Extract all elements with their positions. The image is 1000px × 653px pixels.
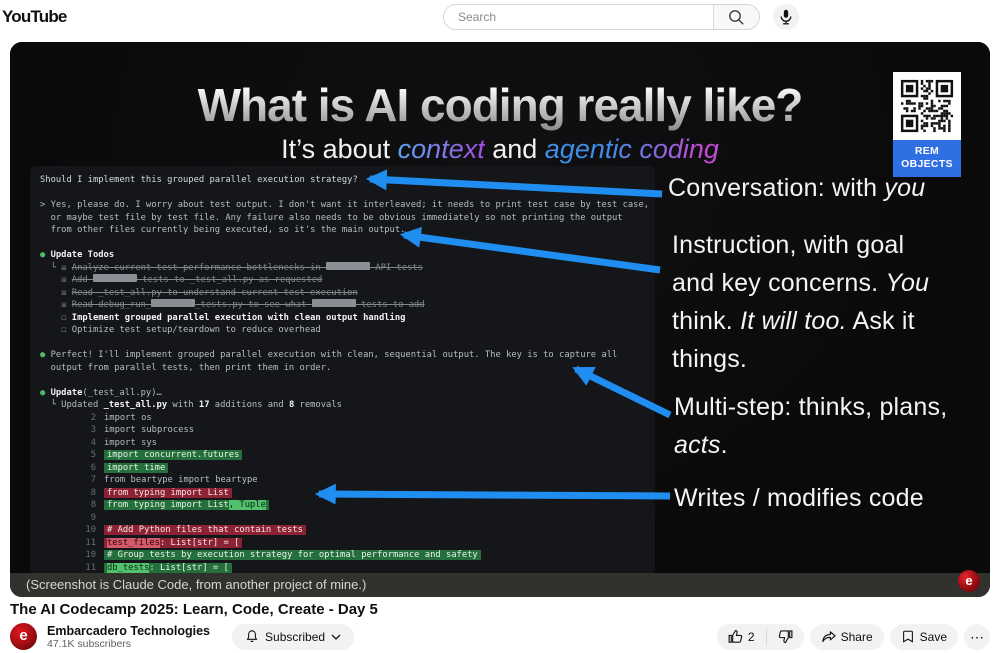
terminal-screenshot: Should I implement this grouped parallel…	[30, 166, 655, 575]
save-button[interactable]: Save	[890, 624, 958, 650]
like-button[interactable]: 2	[717, 624, 766, 650]
share-icon	[821, 631, 836, 643]
video-info-row: e Embarcadero Technologies 47.1K subscri…	[10, 623, 990, 650]
search-icon	[729, 9, 744, 25]
save-label: Save	[919, 629, 947, 644]
share-label: Share	[840, 629, 873, 644]
share-pill: Share	[809, 623, 884, 650]
annotation-multi-step: Multi-step: thinks, plans, acts.	[674, 393, 948, 459]
channel-subscribers: 47.1K subscribers	[47, 637, 132, 650]
channel-name[interactable]: Embarcadero Technologies	[47, 623, 211, 638]
bookmark-icon	[902, 630, 913, 643]
like-count: 2	[747, 629, 755, 644]
slide-caption: (Screenshot is Claude Code, from another…	[10, 573, 990, 597]
qr-code: REM OBJECTS	[893, 72, 961, 177]
video-player[interactable]: What is AI coding really like? It’s abou…	[10, 42, 990, 597]
thumbs-down-icon	[778, 630, 793, 644]
dislike-button[interactable]	[767, 624, 804, 650]
qr-image	[893, 72, 961, 140]
action-buttons: 2 Share Save ⋯	[716, 623, 990, 650]
channel-watermark[interactable]: e	[958, 570, 980, 592]
subtitle-agentic-coding: agentic coding	[544, 134, 719, 164]
search-button[interactable]	[713, 5, 759, 29]
header: YouTube	[0, 0, 1000, 42]
share-button[interactable]: Share	[810, 624, 884, 650]
annotation-instruction: Instruction, with goal and key concerns.…	[672, 231, 930, 373]
terminal-body: Should I implement this grouped parallel…	[40, 175, 650, 573]
annotation-conversation: Conversation: with you	[668, 174, 926, 202]
subscribed-button[interactable]: Subscribed	[232, 623, 355, 650]
search-bar	[443, 4, 760, 30]
qr-label: REM OBJECTS	[893, 140, 961, 177]
like-dislike-pill: 2	[716, 623, 804, 650]
subtitle-and: and	[484, 134, 545, 164]
slide: What is AI coding really like? It’s abou…	[10, 42, 990, 597]
subscribed-label: Subscribed	[265, 629, 326, 644]
save-pill: Save	[889, 623, 958, 650]
subtitle-context: context	[397, 134, 485, 164]
annotation-writes-code: Writes / modifies code	[674, 484, 924, 512]
search-input[interactable]	[444, 5, 713, 29]
channel-meta: Embarcadero Technologies 47.1K subscribe…	[47, 624, 210, 650]
pill-divider	[765, 628, 767, 645]
mic-button[interactable]	[773, 4, 799, 30]
chevron-down-icon	[331, 634, 341, 640]
slide-subtitle: It’s about context and agentic coding	[10, 134, 990, 165]
thumbs-up-icon	[728, 629, 743, 643]
channel-avatar[interactable]: e	[10, 623, 37, 650]
video-title: The AI Codecamp 2025: Learn, Code, Creat…	[10, 601, 378, 618]
mic-icon	[780, 9, 792, 25]
qr-pattern	[900, 79, 954, 133]
bell-icon	[246, 630, 258, 643]
more-button[interactable]: ⋯	[964, 623, 990, 650]
subtitle-prefix: It’s about	[281, 134, 398, 164]
youtube-logo[interactable]: YouTube	[2, 7, 67, 26]
slide-title: What is AI coding really like?	[10, 78, 990, 132]
